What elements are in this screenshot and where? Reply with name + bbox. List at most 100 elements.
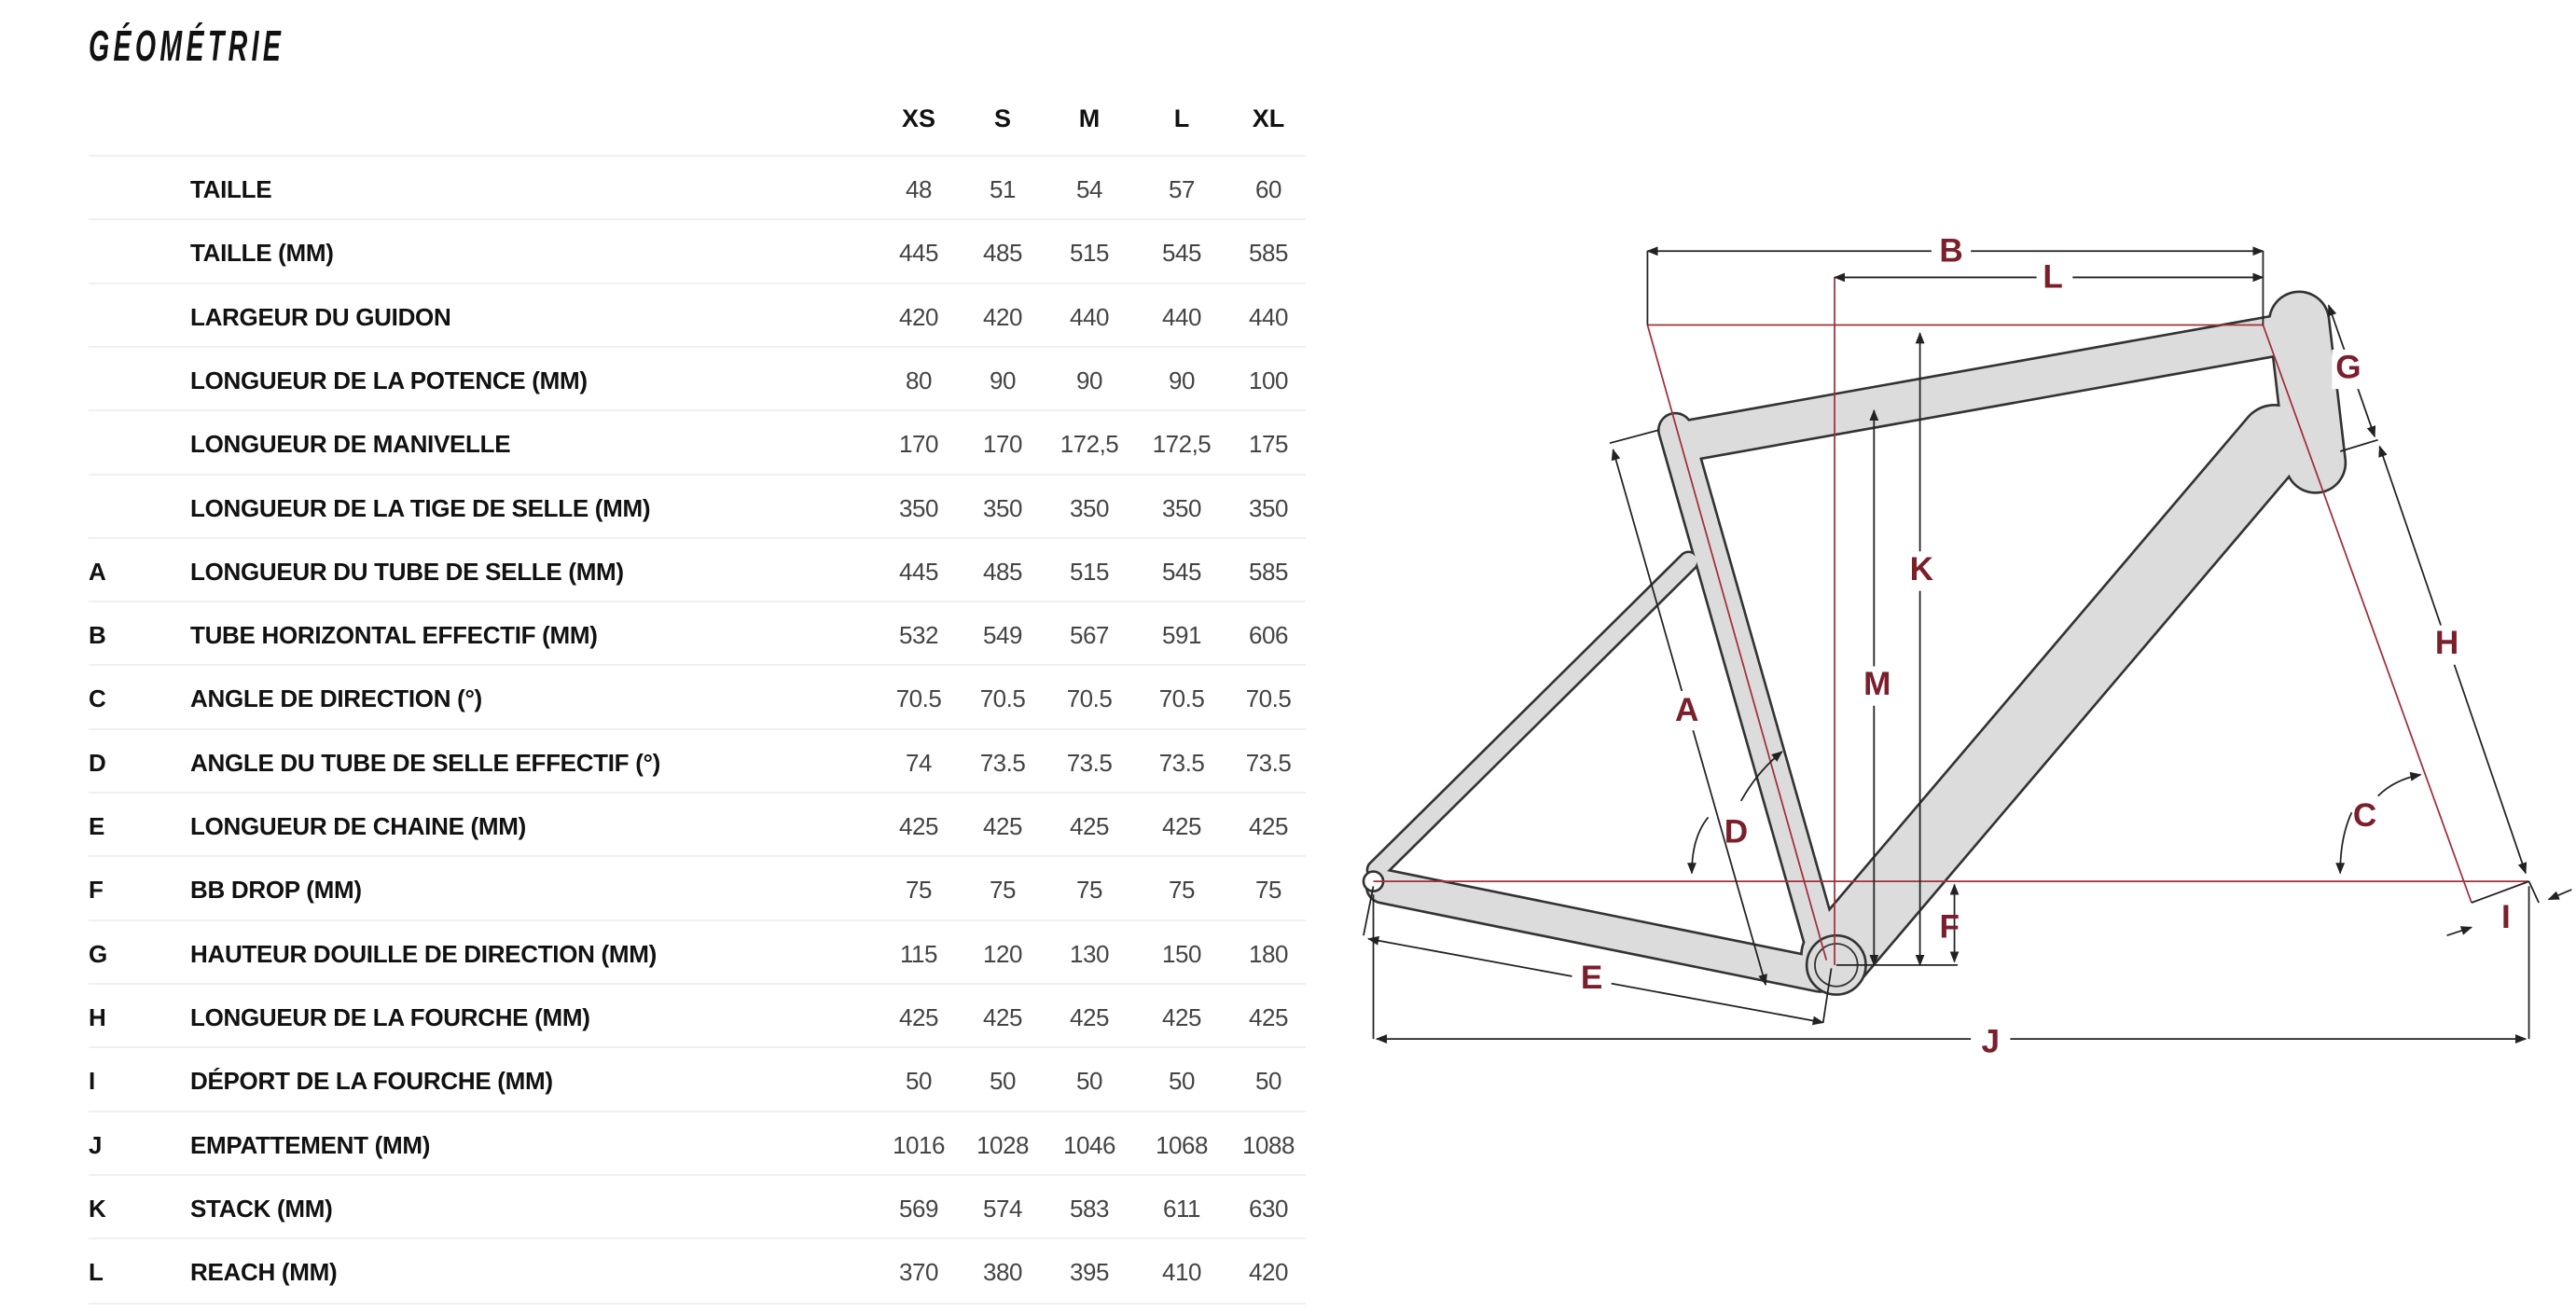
size-header-m: M: [1078, 104, 1101, 132]
row-letter: E: [89, 812, 105, 840]
label-i: I: [2501, 899, 2511, 935]
row-value-xs: 569: [899, 1194, 938, 1223]
row-value-xl: 180: [1249, 939, 1288, 968]
label-a: A: [1675, 692, 1698, 728]
row-value-l: 90: [1169, 366, 1195, 394]
row-value-xl: 350: [1249, 493, 1288, 522]
row-value-xs: 115: [900, 939, 937, 968]
row-value-xs: 350: [899, 493, 938, 522]
row-value-xl: 606: [1249, 621, 1288, 650]
row-value-xs: 370: [899, 1258, 938, 1287]
row-value-s: 51: [990, 175, 1016, 203]
row-letter: C: [89, 684, 106, 713]
row-value-l: 70.5: [1158, 684, 1205, 713]
row-value-l: 350: [1162, 493, 1201, 522]
label-c: C: [2353, 797, 2376, 834]
row-value-m: 350: [1070, 493, 1109, 522]
table-row: K STACK (MM) 569 574 583 611 630: [89, 1173, 1306, 1239]
row-value-l: 425: [1162, 812, 1201, 840]
row-value-xs: 50: [906, 1067, 932, 1096]
row-value-xl: 420: [1249, 1258, 1288, 1287]
row-value-s: 350: [983, 493, 1022, 522]
row-label: TUBE HORIZONTAL EFFECTIF (MM): [190, 621, 598, 650]
row-value-s: 73.5: [979, 748, 1026, 777]
row-value-m: 90: [1076, 366, 1102, 394]
row-value-s: 50: [990, 1067, 1016, 1096]
row-value-l: 150: [1162, 939, 1201, 968]
size-header-xl: XL: [1252, 104, 1285, 132]
row-value-l: 425: [1162, 1002, 1201, 1031]
row-value-s: 485: [983, 239, 1022, 268]
row-value-m: 70.5: [1066, 684, 1113, 713]
row-value-xl: 585: [1249, 557, 1288, 586]
row-value-xs: 75: [906, 876, 932, 905]
label-d: D: [1724, 813, 1748, 850]
row-letter: F: [89, 876, 104, 905]
row-value-xl: 1088: [1242, 1130, 1295, 1159]
row-letter: H: [89, 1002, 106, 1031]
row-value-xs: 425: [899, 812, 938, 840]
row-label: LONGUEUR DU TUBE DE SELLE (MM): [190, 557, 624, 586]
row-value-l: 545: [1162, 557, 1201, 586]
label-k: K: [1910, 551, 1934, 587]
label-l: L: [2043, 258, 2063, 295]
row-value-m: 583: [1070, 1194, 1109, 1223]
row-value-s: 70.5: [979, 684, 1026, 713]
label-m: M: [1863, 666, 1890, 702]
row-value-s: 574: [983, 1194, 1022, 1223]
label-b: B: [1939, 232, 1962, 269]
row-value-s: 425: [983, 1002, 1022, 1031]
row-value-xl: 60: [1255, 175, 1281, 203]
row-value-s: 420: [983, 302, 1022, 331]
row-value-xs: 425: [899, 1002, 938, 1031]
row-letter: J: [89, 1130, 103, 1159]
row-value-l: 591: [1162, 621, 1201, 650]
row-value-l: 440: [1162, 302, 1201, 331]
row-value-m: 172,5: [1059, 430, 1119, 459]
frame-fill: [1367, 293, 2345, 991]
row-label: STACK (MM): [190, 1194, 333, 1223]
row-letter: L: [89, 1258, 104, 1287]
row-value-xs: 445: [899, 239, 938, 268]
row-value-xl: 70.5: [1245, 684, 1292, 713]
row-label: TAILLE (MM): [190, 239, 334, 268]
row-value-l: 50: [1169, 1067, 1195, 1096]
row-value-m: 395: [1070, 1258, 1109, 1287]
row-value-l: 75: [1169, 876, 1195, 905]
row-value-xs: 74: [906, 748, 932, 777]
row-value-m: 73.5: [1066, 748, 1113, 777]
row-value-m: 50: [1076, 1067, 1102, 1096]
row-label: HAUTEUR DOUILLE DE DIRECTION (MM): [190, 939, 657, 968]
row-value-l: 172,5: [1152, 430, 1212, 459]
size-header-s: S: [993, 104, 1011, 132]
row-value-s: 75: [990, 876, 1016, 905]
row-value-xl: 425: [1249, 812, 1288, 840]
row-value-l: 611: [1163, 1194, 1200, 1223]
row-letter: K: [89, 1194, 106, 1223]
row-label: LONGUEUR DE LA FOURCHE (MM): [190, 1002, 590, 1031]
row-value-s: 1028: [976, 1130, 1029, 1159]
row-letter: G: [89, 939, 108, 968]
row-value-s: 425: [983, 812, 1022, 840]
row-value-xs: 420: [899, 302, 938, 331]
row-value-xl: 585: [1249, 239, 1288, 268]
row-value-m: 130: [1070, 939, 1109, 968]
label-h: H: [2435, 625, 2458, 661]
row-label: TAILLE: [190, 175, 272, 203]
label-f: F: [1940, 908, 1960, 945]
row-value-xl: 630: [1249, 1194, 1288, 1223]
row-value-m: 75: [1076, 876, 1102, 905]
row-value-xs: 170: [899, 430, 938, 459]
row-value-xl: 100: [1249, 366, 1288, 394]
